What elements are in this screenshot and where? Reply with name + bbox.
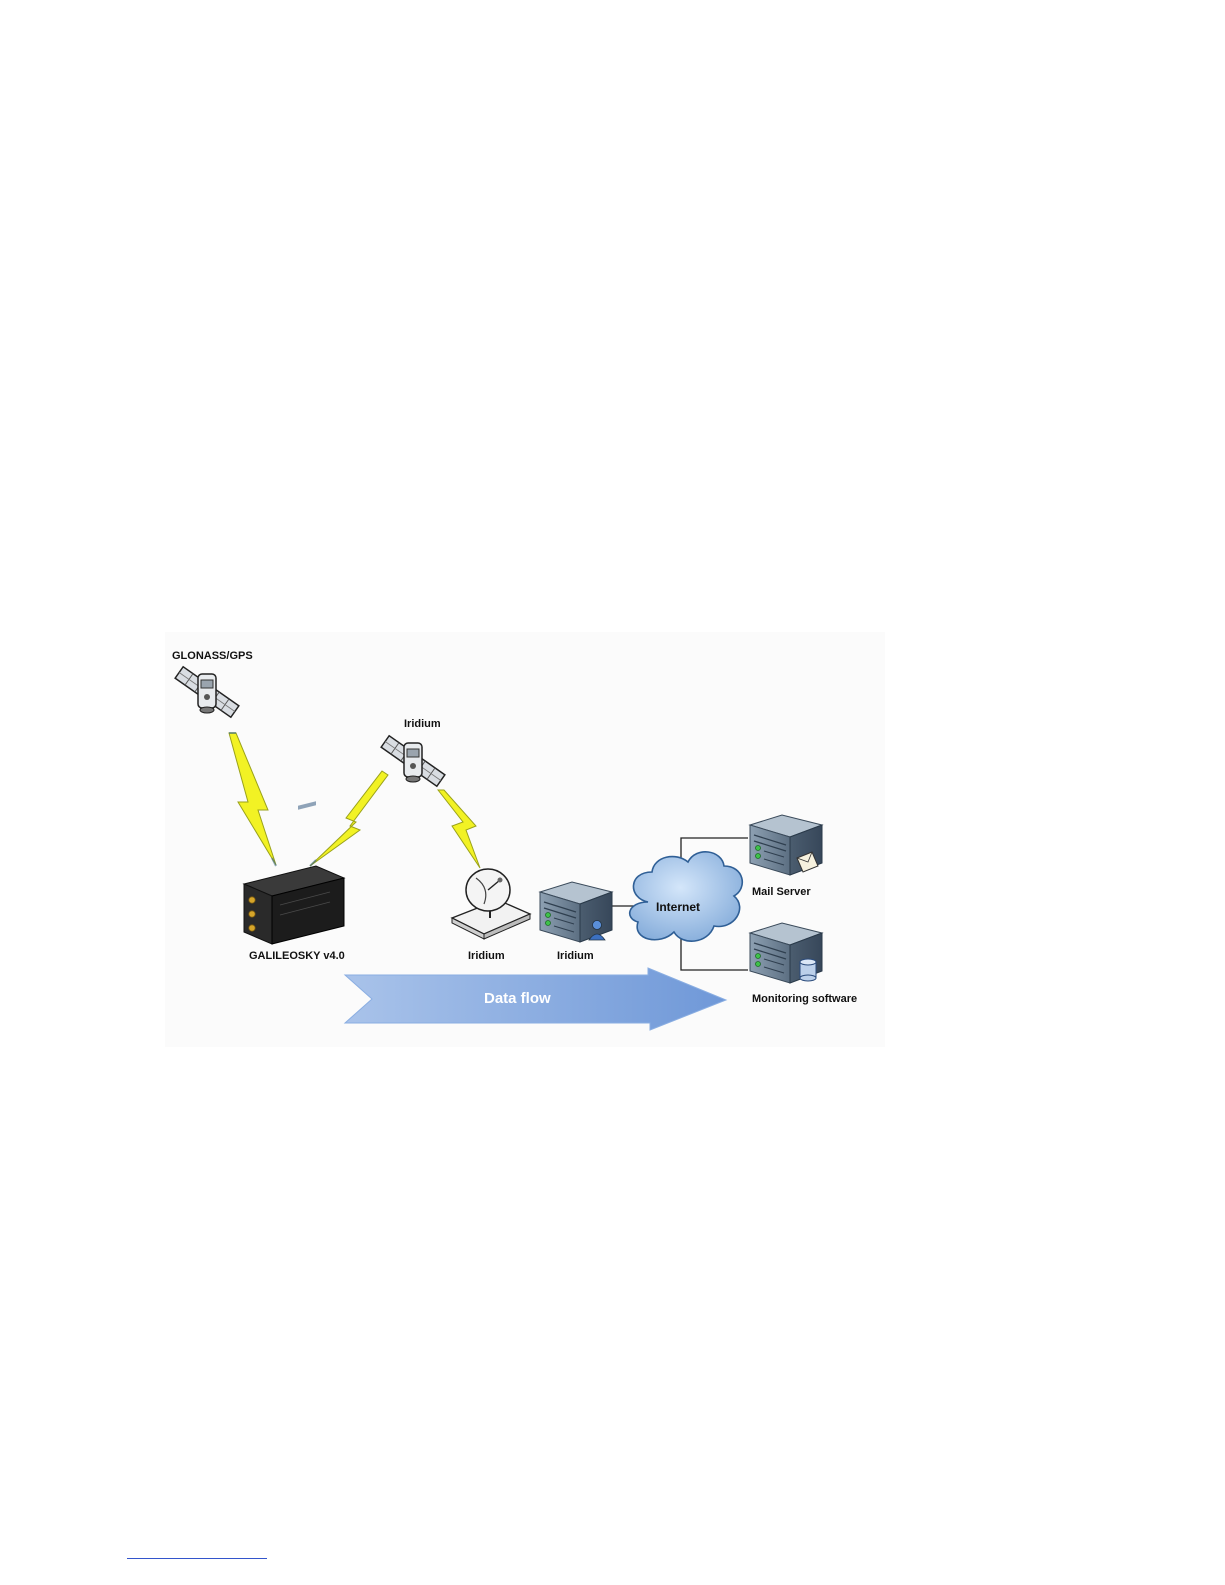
footnote-separator xyxy=(127,1558,267,1559)
database-icon xyxy=(800,959,816,981)
monitoring-server-label: Monitoring software xyxy=(752,993,857,1005)
mail-server-label: Mail Server xyxy=(752,886,811,898)
data-flow-label: Data flow xyxy=(484,990,551,1007)
iridium-satellite-label: Iridium xyxy=(404,718,441,730)
internet-label: Internet xyxy=(656,900,700,914)
tracker-label: GALILEOSKY v4.0 xyxy=(249,950,345,962)
ground-station-label: Iridium xyxy=(468,950,505,962)
gateway-server-icon xyxy=(540,882,612,942)
gateway-server-label: Iridium xyxy=(557,950,594,962)
gnss-satellite-label: GLONASS/GPS xyxy=(172,650,253,662)
